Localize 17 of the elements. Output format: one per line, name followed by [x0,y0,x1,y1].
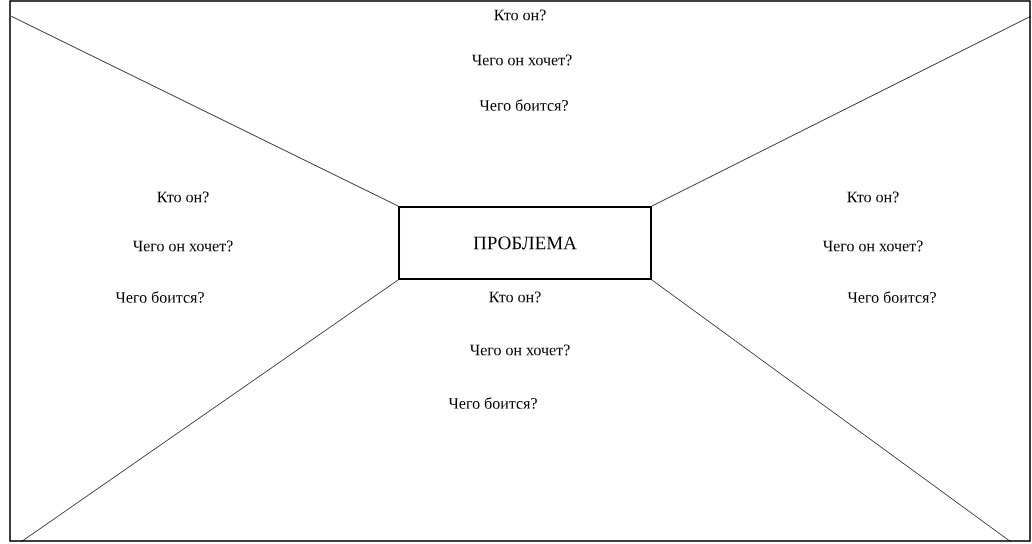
question-text: Чего он хочет? [132,240,233,252]
connector-line [20,279,399,543]
connector-line [651,15,1032,207]
connector-line [651,279,1012,543]
problem-box: ПРОБЛЕМА [398,206,652,280]
question-text: Чего боится? [448,397,537,409]
question-text: Чего боится? [847,291,936,303]
question-text: Кто он? [847,191,899,203]
question-text: Кто он? [494,9,546,21]
question-text: Чего он хочет? [822,240,923,252]
question-text: Чего он хочет? [471,54,572,66]
frame [9,0,1031,542]
question-text: Чего он хочет? [469,344,570,356]
question-text: Чего боится? [115,291,204,303]
question-text: Чего боится? [479,99,568,111]
question-text: Кто он? [157,191,209,203]
connector-line [10,15,399,207]
